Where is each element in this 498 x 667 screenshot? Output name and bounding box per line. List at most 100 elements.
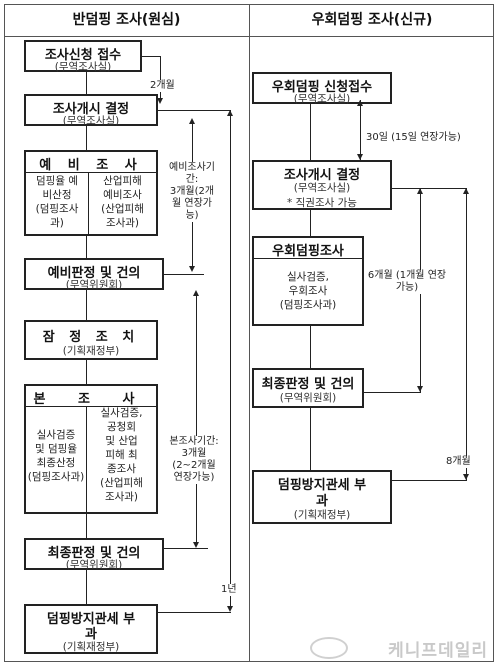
main-injury-line: 실사검증,: [100, 407, 143, 419]
eight-month-top-tick: [420, 188, 466, 189]
step-main-title: 본 조 사: [33, 392, 149, 407]
six-month-label: 6개월 (1개월 연장 가능): [366, 270, 448, 294]
main-period-arrow-down: [193, 542, 199, 548]
one-year-bottom-tick: [158, 612, 231, 613]
prelim-cell-divider: [88, 172, 89, 234]
eight-month-arrow-up: [463, 188, 469, 194]
main-injury-line: 종조사: [107, 463, 136, 475]
main-dumping-line: (덤핑조사과): [27, 471, 85, 483]
step-main-investigation: 본 조 사 실사검증 및 덤핑율 최종산정 (덤핑조사과) 실사검증, 공청회 …: [24, 384, 158, 514]
step-provisional-title: 잠 정 조 치: [42, 330, 140, 345]
six-month-top-tick: [392, 188, 420, 189]
watermark-logo-icon: [310, 637, 348, 659]
step-prelim-det-title: 예비판정 및 건의: [47, 266, 141, 281]
r-step-initiation-title: 조사개시 결정: [283, 168, 361, 183]
prelim-period-label: 예비조사기 간: 3개월(2개 월 연장가 능): [162, 162, 222, 222]
eight-month-bottom-tick: [392, 480, 467, 481]
r-step-final-title: 최종판정 및 건의: [261, 377, 355, 392]
two-month-label: 2개월: [150, 80, 175, 92]
r-step-initiation-note: * 직권조사 가능: [287, 197, 357, 209]
step-application-sub: (무역조사실): [54, 61, 112, 73]
prelim-dumping-line: 과): [50, 217, 64, 229]
prelim-period-text: 능): [185, 210, 199, 221]
r-step-initiation-sub: (무역조사실): [293, 182, 351, 194]
step-duty-title2: 과: [85, 627, 97, 642]
step-initiation-sub: (무역조사실): [62, 115, 120, 127]
eight-month-line: [466, 188, 467, 480]
step-preliminary-determination: 예비판정 및 건의 (무역위원회): [24, 258, 164, 291]
prelim-title-rule: [26, 172, 156, 173]
step-duty-sub: (기획재정부): [62, 641, 120, 653]
step-application-title: 조사신청 접수: [44, 48, 122, 63]
r-step-final-sub: (무역위원회): [279, 392, 337, 404]
r-step-final-determination: 최종판정 및 건의 (무역위원회): [252, 368, 364, 408]
r-step-circ-title: 우회덤핑조사: [272, 244, 344, 259]
main-dumping-cell: 실사검증 및 덤핑율 최종산정 (덤핑조사과): [26, 428, 86, 484]
main-period-text: 본조사기간:: [169, 436, 219, 447]
step-initiation-title: 조사개시 결정: [52, 102, 130, 117]
prelim-period-arrow-down: [189, 266, 195, 272]
r-step-initiation: 조사개시 결정 (무역조사실) * 직권조사 가능: [252, 160, 392, 210]
prelim-injury-line: 예비조사: [103, 189, 142, 201]
one-year-label: 1년: [221, 584, 237, 596]
step-duty-imposition: 덤핑방지관세 부 과 (기획재정부): [24, 604, 158, 654]
column-divider: [249, 4, 250, 662]
prelim-dumping-cell: 덤핑율 예 비산정 (덤핑조사 과): [26, 174, 88, 230]
step-prelim-title: 예 비 조 사: [39, 158, 143, 173]
right-column-title: 우회덤핑 조사(신규): [250, 4, 494, 37]
six-month-bottom-tick: [364, 392, 421, 393]
step-application: 조사신청 접수 (무역조사실): [24, 40, 142, 73]
main-dumping-line: 실사검증: [36, 429, 76, 441]
one-year-line: [230, 110, 231, 610]
thirty-day-label: 30일 (15일 연장가능): [366, 132, 461, 144]
left-column-title: 반덤핑 조사(원심): [4, 4, 249, 37]
main-injury-cell: 실사검증, 공청회 및 산업 피해 최 종조사 (산업피해 조사과): [87, 406, 156, 504]
prelim-injury-line: (산업피해: [101, 203, 144, 215]
step-prelim-det-sub: (무역위원회): [65, 279, 123, 291]
prelim-injury-line: 산업피해: [103, 175, 142, 187]
prelim-period-text: 3개월(2개: [169, 186, 215, 197]
two-month-line: [160, 56, 161, 100]
thirty-day-line: [360, 100, 361, 160]
step-initiation: 조사개시 결정 (무역조사실): [24, 94, 158, 127]
prelim-dumping-line: (덤핑조사: [35, 203, 79, 215]
prelim-dumping-line: 덤핑율 예: [36, 175, 78, 187]
r-step-duty-title2: 과: [316, 494, 328, 509]
prelim-injury-cell: 산업피해 예비조사 (산업피해 조사과): [89, 174, 156, 230]
one-year-arrow-up: [227, 110, 233, 116]
six-month-arrow-up: [417, 188, 423, 194]
main-injury-line: 및 산업: [105, 435, 138, 447]
r-step-circumvention-investigation: 우회덤핑조사 실사검증, 우회조사 (덤핑조사과): [252, 236, 364, 326]
main-dumping-line: 최종산정: [36, 457, 76, 469]
prelim-period-text: 월 연장가: [172, 198, 212, 209]
r-circ-line: 우회조사: [288, 285, 328, 297]
eight-month-arrow-down: [463, 474, 469, 480]
main-title-rule: [26, 406, 156, 407]
one-year-top-tick: [158, 110, 230, 111]
r-step-application: 우회덤핑 신청접수 (무역조사실): [252, 72, 392, 105]
r-step-duty-sub: (기획재정부): [293, 509, 351, 521]
six-month-text: 6개월 (1개월 연장: [367, 270, 447, 281]
main-injury-line: (산업피해: [100, 477, 143, 489]
step-final-determination: 최종판정 및 건의 (무역위원회): [24, 538, 164, 571]
r-step-duty-title: 덤핑방지관세 부: [277, 478, 367, 493]
prelim-period-tick: [164, 274, 204, 275]
watermark-text: 케니프데일리: [388, 641, 488, 661]
main-period-text: 연장가능): [173, 472, 215, 483]
main-period-arrow-up: [193, 290, 199, 296]
two-month-tick: [142, 56, 160, 57]
prelim-dumping-line: 비산정: [42, 189, 72, 201]
prelim-period-text: 예비조사기: [169, 162, 215, 173]
r-step-application-title: 우회덤핑 신청접수: [271, 80, 373, 95]
r-circ-cell: 실사검증, 우회조사 (덤핑조사과): [254, 270, 362, 312]
main-period-line: [196, 292, 197, 546]
one-year-arrow-down: [227, 606, 233, 612]
main-injury-line: 공청회: [107, 421, 136, 433]
step-provisional-sub: (기획재정부): [62, 345, 120, 357]
eight-month-label: 8개월: [446, 456, 471, 468]
six-month-text: 가능): [395, 282, 419, 293]
step-preliminary-investigation: 예 비 조 사 덤핑율 예 비산정 (덤핑조사 과) 산업피해 예비조사 (산업…: [24, 150, 158, 236]
step-provisional-measures: 잠 정 조 치 (기획재정부): [24, 320, 158, 360]
step-final-sub: (무역위원회): [65, 559, 123, 571]
main-injury-line: 조사과): [104, 491, 139, 503]
